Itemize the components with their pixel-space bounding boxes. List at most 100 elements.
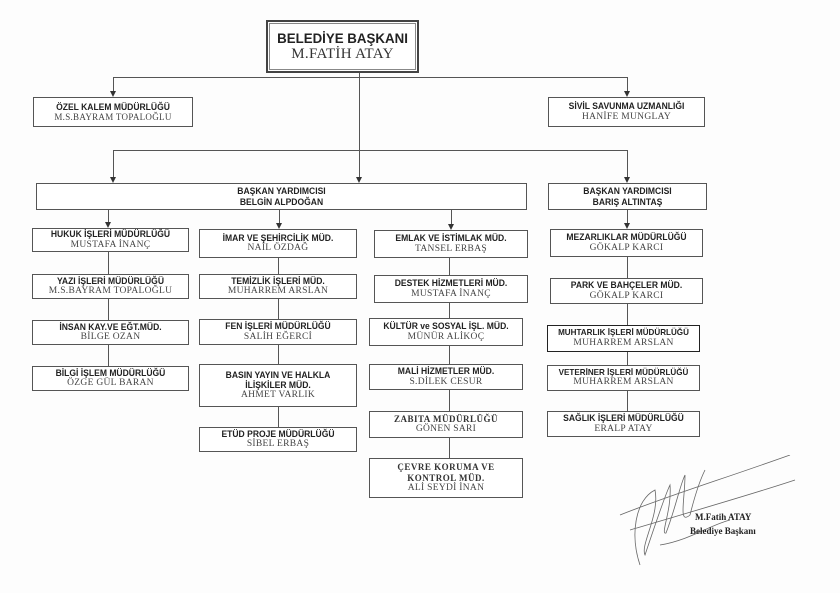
unit-head: M.S.BAYRAM TOPALOĞLU: [54, 112, 172, 122]
unit-title: SAĞLIK İŞLERİ MÜDÜRLÜĞÜ: [563, 413, 684, 424]
deputy-box: BAŞKAN YARDIMCISI BARIŞ ALTINTAŞ: [548, 183, 707, 210]
connector-line: [108, 210, 109, 223]
unit-head: SALİH EĞERCİ: [243, 331, 313, 342]
connector-line: [113, 77, 114, 92]
unit-title: BASIN YAYIN VE HALKLA: [225, 369, 331, 380]
connector-line: [627, 210, 628, 223]
unit-title: VETERİNER İŞLERİ MÜDÜRLÜĞÜ: [558, 366, 689, 377]
unit-head: MÜNÜR ALİKOÇ: [407, 331, 485, 342]
unit-title: ÇEVRE KORUMA VE: [397, 462, 495, 473]
arrow-icon: [105, 222, 111, 228]
unit-head: MUHARREM ARSLAN: [573, 337, 674, 348]
unit-head: AHMET VARLIK: [240, 390, 316, 401]
unit-title: PARK VE BAHÇELER MÜD.: [570, 280, 683, 291]
signature-title: Belediye Başkanı: [690, 526, 756, 536]
unit-title: FEN İŞLERİ MÜDÜRLÜĞÜ: [225, 321, 331, 332]
arrow-icon: [110, 91, 116, 97]
unit-box: İNSAN KAY.VE EĞT.MÜD.BİLGE OZAN: [32, 320, 189, 345]
deputy-title: BAŞKAN YARDIMCISI: [583, 186, 672, 197]
unit-box: EMLAK VE İSTİMLAK MÜD.TANSEL ERBAŞ: [374, 230, 528, 258]
connector-line: [451, 210, 452, 224]
unit-box: KÜLTÜR ve SOSYAL İŞL. MÜD.MÜNÜR ALİKOÇ: [369, 318, 523, 346]
deputy-name: BELGİN ALPDOĞAN: [239, 196, 324, 207]
connector-line: [359, 73, 360, 179]
unit-head: ALİ SEYDİ İNAN: [407, 482, 485, 493]
mayor-name: M.FATİH ATAY: [291, 45, 394, 62]
connector-line: [279, 210, 280, 223]
unit-title: MEZARLIKLAR MÜDÜRLÜĞÜ: [566, 232, 687, 243]
unit-box: DESTEK HİZMETLERİ MÜD.MUSTAFA İNANÇ: [374, 275, 528, 303]
unit-head: HANİFE MUNGLAY: [581, 111, 672, 122]
connector-line: [113, 150, 114, 178]
unit-head: GÖKALP KARCI: [589, 290, 664, 301]
unit-title: DESTEK HİZMETLERİ MÜD.: [394, 278, 508, 289]
mayor-box: BELEDİYE BAŞKANI M.FATİH ATAY: [266, 20, 419, 73]
unit-title: KÜLTÜR ve SOSYAL İŞL. MÜD.: [383, 321, 509, 332]
arrow-icon: [624, 177, 630, 183]
unit-title: MALİ HİZMETLER MÜD.: [397, 366, 495, 377]
unit-title-line2: İLİŞKİLER MÜD.: [245, 380, 311, 391]
unit-title: HUKUK İŞLERİ MÜDÜRLÜĞÜ: [50, 229, 171, 240]
unit-box: MALİ HİZMETLER MÜD.S.DİLEK CESUR: [369, 364, 523, 390]
arrow-icon: [624, 223, 630, 229]
arrow-icon: [356, 177, 362, 183]
unit-head: S.DİLEK CESUR: [409, 376, 483, 387]
unit-title: ETÜD PROJE MÜDÜRLÜĞÜ: [221, 428, 335, 439]
deputy-box: BAŞKAN YARDIMCISI BELGİN ALPDOĞAN: [36, 183, 527, 210]
unit-title: İMAR VE ŞEHİRCİLİK MÜD.: [222, 232, 334, 243]
unit-head: GÖKALP KARCI: [589, 242, 664, 253]
unit-title: TEMİZLİK İŞLERİ MÜD.: [231, 275, 325, 286]
unit-box: PARK VE BAHÇELER MÜD.GÖKALP KARCI: [550, 278, 703, 304]
staff-box: ÖZEL KALEM MÜDÜRLÜĞÜ M.S.BAYRAM TOPALOĞL…: [33, 97, 193, 127]
arrow-icon: [448, 224, 454, 230]
arrow-icon: [276, 223, 282, 229]
staff-box: SİVİL SAVUNMA UZMANLIĞI HANİFE MUNGLAY: [548, 97, 705, 127]
unit-head: MUSTAFA İNANÇ: [70, 239, 151, 250]
unit-title: EMLAK VE İSTİMLAK MÜD.: [395, 233, 507, 244]
connector-line: [108, 252, 109, 366]
unit-head: M.S.BAYRAM TOPALOĞLU: [48, 286, 173, 297]
unit-head: BİLGE OZAN: [80, 332, 141, 343]
unit-head: TANSEL ERBAŞ: [415, 243, 487, 254]
signature-name: M.Fatih ATAY: [695, 512, 752, 522]
deputy-name: BARIŞ ALTINTAŞ: [592, 196, 663, 207]
unit-head: SİBEL ERBAŞ: [246, 439, 310, 450]
unit-title: BİLGİ İŞLEM MÜDÜRLÜĞÜ: [55, 367, 166, 378]
unit-head: MUHARREM ARSLAN: [227, 286, 329, 297]
unit-title: ZABITA MÜDÜRLÜĞÜ: [393, 413, 499, 424]
unit-head: NAİL ÖZDAĞ: [247, 243, 309, 254]
connector-line: [113, 77, 628, 78]
unit-head: GÖNEN SARI: [415, 424, 477, 435]
unit-title: SİVİL SAVUNMA UZMANLIĞI: [568, 101, 685, 112]
unit-title-line2: KONTROL MÜD.: [407, 472, 485, 483]
connector-line: [627, 77, 628, 92]
arrow-icon: [110, 177, 116, 183]
connector-line: [449, 258, 450, 458]
unit-box: İMAR VE ŞEHİRCİLİK MÜD.NAİL ÖZDAĞ: [199, 229, 357, 258]
unit-head: MUHARREM ARSLAN: [573, 377, 674, 388]
unit-head: MUSTAFA İNANÇ: [411, 288, 491, 299]
unit-box: TEMİZLİK İŞLERİ MÜD.MUHARREM ARSLAN: [199, 274, 357, 299]
connector-line: [627, 150, 628, 178]
unit-title: YAZI İŞLERİ MÜDÜRLÜĞÜ: [56, 275, 165, 286]
signature-scribble: [619, 455, 796, 566]
unit-title: MUHTARLIK İŞLERİ MÜDÜRLÜĞÜ: [558, 327, 689, 338]
unit-head: ÖZGE GÜL BARAN: [67, 378, 154, 389]
connector-line: [113, 150, 628, 151]
unit-title: İNSAN KAY.VE EĞT.MÜD.: [59, 321, 162, 332]
unit-head: ERALP ATAY: [594, 423, 653, 434]
mayor-title: BELEDİYE BAŞKANI: [277, 29, 408, 46]
